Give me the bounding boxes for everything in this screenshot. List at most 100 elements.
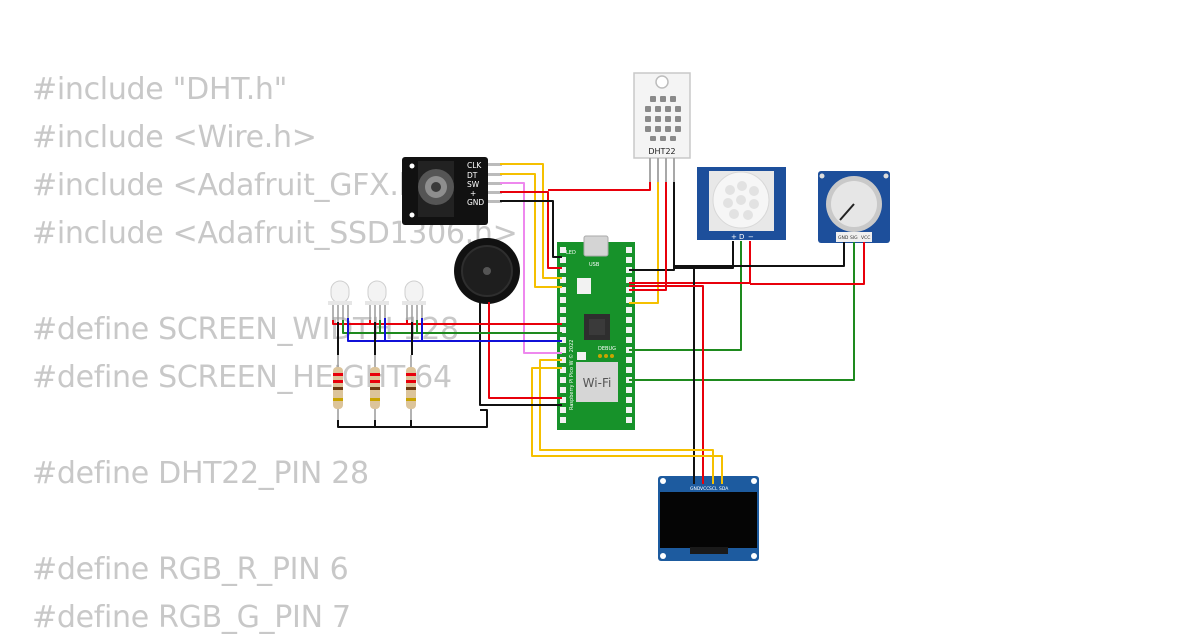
encoder-pin-label: GND [467,198,484,207]
led-dome [404,280,424,304]
code-line: #define RGB_G_PIN 7 [32,600,351,635]
pir-pin-label: D [739,233,744,241]
mount-hole [819,173,825,179]
pico-pins-left [560,247,566,423]
wire-black[interactable] [337,409,488,428]
wire-black[interactable] [479,302,562,406]
wire-red[interactable] [548,182,651,191]
wifi-module [576,362,618,402]
dht22-label: DHT22 [648,147,675,156]
oled-screen [660,492,757,548]
oled-display[interactable]: GND VCC SCL SDA [658,476,759,561]
wire-yellow[interactable] [500,163,562,279]
wire-black[interactable] [674,242,845,267]
encoder-pin-label: CLK [467,161,482,170]
pir-sensor[interactable]: + D − [697,167,786,241]
chip-face [589,319,605,335]
pico-board-text: Raspberry Pi Pico W © 2022 [568,340,575,410]
wire-yellow[interactable] [539,359,714,484]
pot-pin-label: VCC [861,235,870,241]
oled-pin-label: VCC [700,486,709,492]
dht22-body [633,72,691,159]
oled-pin-label: SDA [719,486,729,492]
mount-hole [751,553,757,559]
debug-pad [610,354,614,358]
led-dome [367,280,387,304]
mount-hole [660,478,666,484]
wire-red[interactable] [332,320,562,325]
encoder-pin-label: SW [467,180,480,189]
mount-hole [883,173,889,179]
usb-label: USB [589,262,600,268]
dht22-legs [649,158,675,182]
led-rim [365,301,389,305]
bootsel-button[interactable] [577,278,591,294]
resistor[interactable] [370,355,380,425]
mount-hole [409,212,415,218]
led-rim [328,301,352,305]
code-line: #define SCREEN_HEIGHT 64 [32,360,452,395]
wire-red[interactable] [750,242,865,285]
wire-yellow[interactable] [629,182,659,304]
wire-yellow[interactable] [531,367,723,484]
small-component [577,352,586,360]
led-label: LED [566,250,576,256]
wire-black[interactable] [500,200,562,258]
wire-red[interactable] [629,285,704,484]
debug-pad [598,354,602,358]
resistor[interactable] [406,355,416,425]
pir-pin-label: + [731,233,737,241]
wifi-label: Wi-Fi [583,376,612,390]
buzzer[interactable] [454,238,520,304]
oled-pin-label: GND [690,486,701,492]
resistor[interactable] [333,355,343,425]
mount-hole [751,478,757,484]
pot-pin-label: GND [838,235,849,241]
dht22-mount-hole [655,75,669,89]
code-line: #define RGB_R_PIN 6 [32,552,349,587]
rgb-led[interactable] [402,280,426,322]
wire-pink[interactable] [500,182,562,354]
rgb-led[interactable] [328,280,352,322]
oled-pin-label: SCL [709,486,718,492]
wire-red[interactable] [488,302,562,399]
encoder-pin-label: + [470,189,476,198]
buzzer-hole [483,267,491,275]
code-line: #include <Adafruit_GFX.h> [32,168,443,203]
wire-red[interactable] [500,191,562,269]
code-line: #include <Wire.h> [32,120,317,155]
rotary-encoder[interactable]: CLK DT SW + GND [402,157,502,225]
wire-green[interactable] [342,320,562,334]
usb-port [583,235,609,257]
debug-label: DEBUG [598,346,616,352]
wire-black[interactable] [629,182,675,271]
wire-blue[interactable] [347,318,562,342]
code-line: #include "DHT.h" [32,72,288,107]
pir-dome-facets [723,181,759,220]
rgb-led[interactable] [365,280,389,322]
wire-yellow[interactable] [500,173,562,288]
dht22-vents [645,96,681,141]
mount-hole [660,553,666,559]
wire-black[interactable] [674,241,734,269]
led-dome [330,280,350,304]
wire-red[interactable] [629,182,667,291]
wire-green[interactable] [629,241,742,351]
encoder-shaft [431,182,441,192]
code-line: #define DHT22_PIN 28 [32,456,369,491]
code-background: #include "DHT.h" #include <Wire.h> #incl… [32,66,518,642]
mount-hole [409,163,415,169]
wire-red[interactable] [629,241,751,284]
dht22-sensor[interactable]: DHT22 [633,72,691,182]
pot-pin-strip [836,232,872,242]
pot-pin-label: SIG [850,235,858,241]
pir-pin-label: − [748,233,754,241]
debug-pad [604,354,608,358]
oled-ribbon [690,547,728,554]
encoder-pin-header [488,163,502,203]
led-rim [402,301,426,305]
potentiometer[interactable]: GND SIG VCC [818,171,890,243]
encoder-pin-label: DT [467,171,478,180]
raspberry-pi-pico-w[interactable]: USB LED DEBUG Wi-Fi Raspberry Pi Pico W … [557,235,635,430]
